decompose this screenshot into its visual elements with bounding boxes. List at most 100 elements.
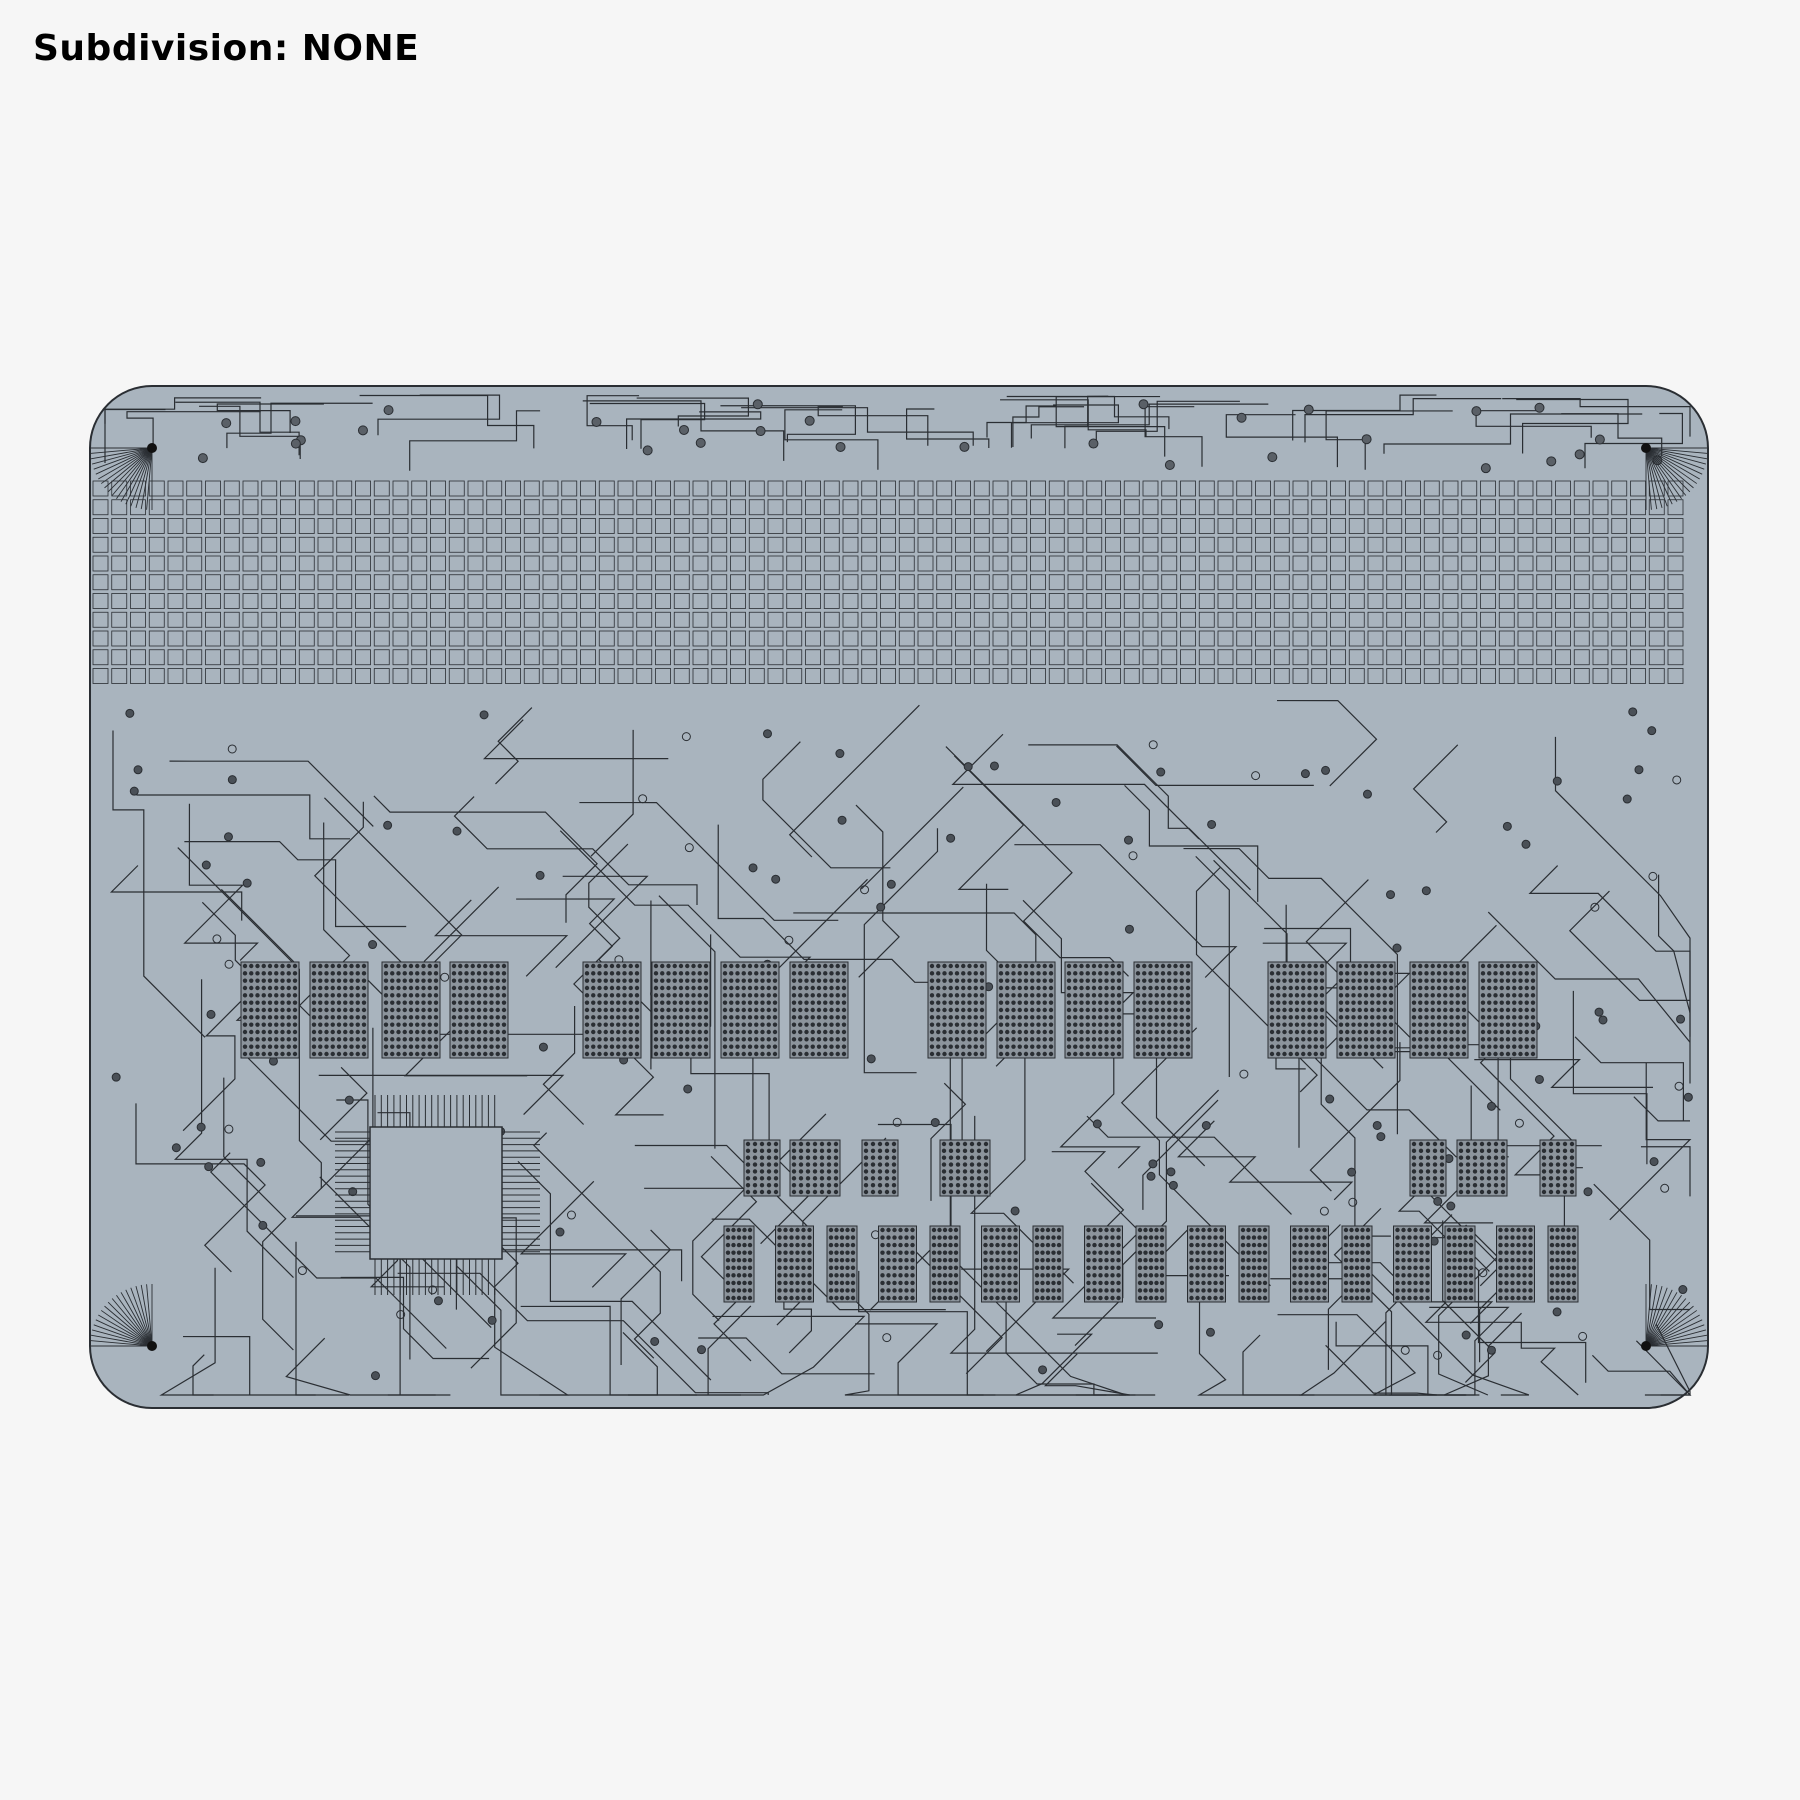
ball [1322,1227,1327,1233]
ball [1142,1044,1147,1049]
grid-pad [205,555,221,572]
trace [177,847,322,1189]
ball [1418,1007,1423,1013]
ball [458,1037,463,1042]
ball [731,1242,736,1248]
ball [1498,1258,1503,1263]
ball [1167,1000,1172,1005]
fan-line [90,1340,153,1347]
ball [489,1051,494,1057]
grid-pad [430,668,446,684]
grid-pad [692,630,709,647]
grid-pad [411,536,428,553]
ball [343,963,348,969]
ball [483,1051,488,1057]
ball [1135,1015,1141,1020]
ball [330,978,335,983]
ball [931,1250,937,1255]
grid-pad [1517,480,1534,497]
ball [330,1000,335,1005]
ball [1458,1148,1464,1154]
ball [835,1015,840,1020]
ball [760,978,765,983]
ball [1528,1273,1533,1278]
ball [760,1007,765,1013]
ball [451,1029,457,1035]
grid-pad [1273,611,1290,628]
grid-pad [917,630,934,647]
ball [810,963,815,969]
ball [1530,1051,1536,1057]
ball [660,993,665,998]
grid-pad [936,518,953,534]
fan-line [90,447,153,460]
ball [1382,1051,1387,1057]
ball [1411,1000,1417,1005]
ball [1262,1273,1268,1278]
grid-pad [1667,480,1684,497]
ball [1148,1250,1154,1255]
ball [1518,963,1523,969]
ball [1425,1288,1430,1293]
ball [1316,1242,1321,1248]
ball [1319,985,1325,991]
ball [850,1273,856,1278]
ball [1240,1258,1246,1263]
ball [1388,1029,1394,1035]
ball [1040,1258,1045,1263]
grid-pad [992,499,1009,516]
ball [1310,1295,1315,1301]
grid-pad [1292,630,1309,647]
ball [634,1037,640,1042]
via [684,843,694,853]
fan-line [1645,1310,1698,1347]
ball [976,1176,982,1181]
ball [1360,1288,1365,1293]
ball [1449,993,1454,998]
ball [1142,971,1147,976]
ball [766,1189,772,1195]
grid-pad [392,536,409,553]
ball [464,1037,469,1042]
ball [703,1015,709,1020]
ball [1395,1227,1400,1233]
ball [759,1148,765,1154]
grid-pad [561,555,578,572]
ball [1487,1037,1492,1042]
ball [1351,1000,1356,1005]
grid-pad [786,649,803,666]
trace [698,1337,875,1375]
grid-pad [1142,555,1159,572]
ball [798,1029,803,1035]
ball [1304,1227,1309,1233]
ball [1023,985,1029,991]
via [129,786,139,796]
ball [1142,978,1147,983]
ball [812,1169,818,1174]
ball [672,1015,677,1020]
grid-pad [130,611,146,628]
ball [1449,1007,1454,1013]
ball [942,971,947,976]
ball [1463,1288,1468,1293]
trace [717,824,944,983]
grid-pad [205,630,221,647]
ball [603,1007,608,1013]
ball [936,1044,941,1049]
ball [1562,1189,1568,1195]
ball [1365,1280,1371,1286]
ball [622,1044,627,1049]
ball [349,1000,354,1005]
ball [835,1000,840,1005]
ball [1207,1273,1212,1278]
grid-pad [1142,593,1159,609]
grid-pad [355,499,371,516]
ball [979,1044,985,1049]
grid-pad [242,499,259,516]
ball [1345,1029,1350,1035]
grid-pad [1555,668,1571,684]
ball [324,1007,329,1013]
ball [1370,963,1375,969]
ball [880,1295,885,1301]
grid-pad [655,630,671,647]
